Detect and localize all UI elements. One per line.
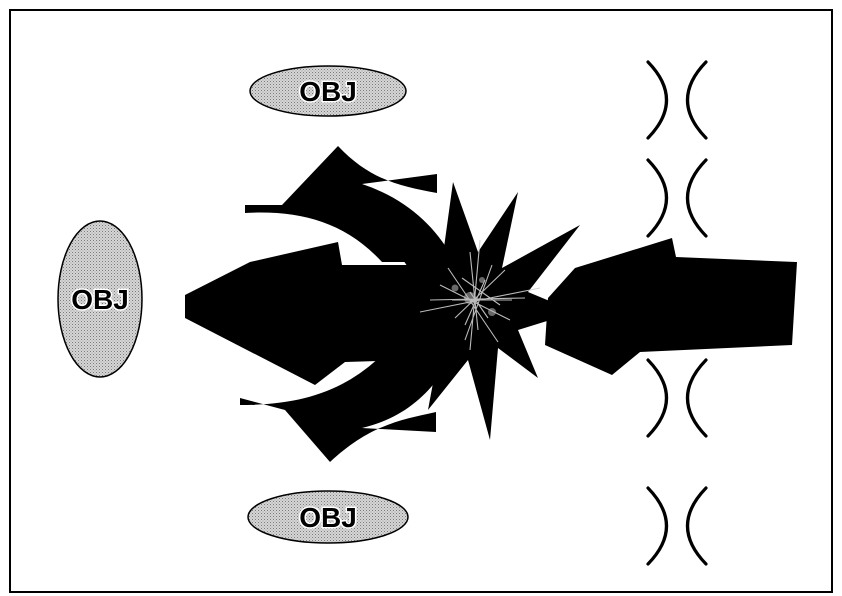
object-top: OBJ: [249, 65, 407, 117]
incoming-arrow: [545, 238, 797, 375]
port-symbol-4: [646, 486, 708, 566]
port-symbol-3: [646, 358, 708, 438]
port-symbol-1: [646, 60, 708, 140]
outgoing-arrow-upper: [245, 146, 455, 262]
object-top-label: OBJ: [299, 76, 357, 107]
object-left-label: OBJ: [71, 284, 129, 315]
port-symbol-2: [646, 158, 708, 238]
collision-burst: [370, 182, 580, 440]
object-bottom-label: OBJ: [299, 502, 357, 533]
object-bottom: OBJ: [247, 490, 409, 544]
outgoing-arrow-lower: [240, 352, 450, 462]
object-left: OBJ: [57, 220, 143, 378]
